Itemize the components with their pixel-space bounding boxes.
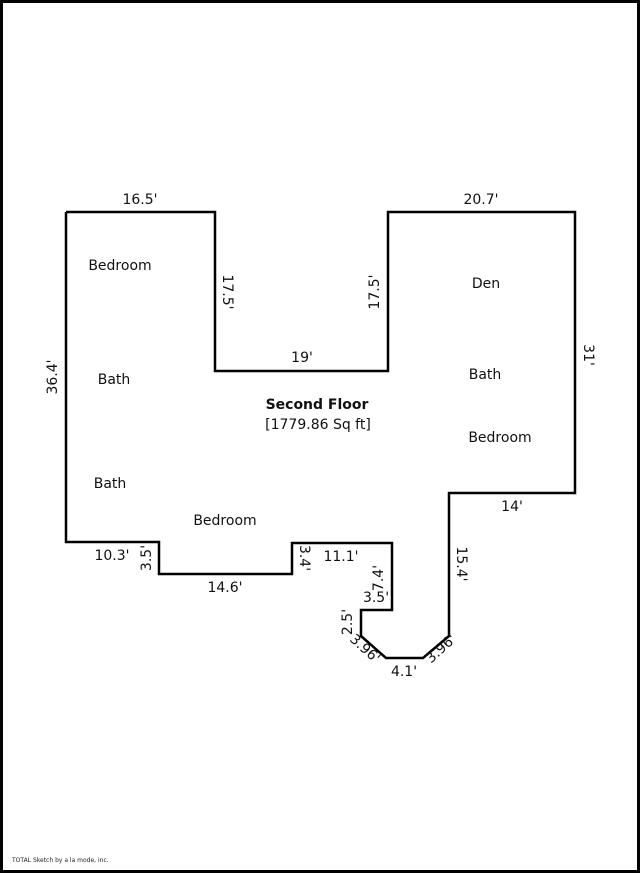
floor-title: Second Floor <box>266 397 369 413</box>
dim-left-height: 36.4' <box>45 359 61 394</box>
floor-outline <box>64 210 577 660</box>
dim-notch-right-depth: 17.5' <box>367 274 383 309</box>
dim-top-right-width: 20.7' <box>463 192 498 208</box>
room-label-bath-1: Bath <box>98 372 131 388</box>
dim-bottom-width: 14.6' <box>207 580 242 596</box>
dim-top-left-width: 16.5' <box>122 192 157 208</box>
floor-area: [1779.86 Sq ft] <box>265 417 371 433</box>
dim-bay-bottom: 4.1' <box>391 664 417 680</box>
dim-lower-left-step: 3.5' <box>139 545 155 571</box>
dim-lower-left-width: 10.3' <box>94 548 129 564</box>
room-label-bedroom-3: Bedroom <box>468 430 531 446</box>
room-label-den: Den <box>472 276 500 292</box>
dim-bay-left-side: 2.5' <box>340 609 356 635</box>
dim-right-step: 14' <box>501 499 523 515</box>
room-label-bath-3: Bath <box>469 367 502 383</box>
dim-bay-left-step: 3.5' <box>363 590 389 606</box>
dim-lower-right-width: 11.1' <box>323 549 358 565</box>
room-label-bath-2: Bath <box>94 476 127 492</box>
room-label-bedroom-1: Bedroom <box>88 258 151 274</box>
dim-lower-right-step: 3.4' <box>296 545 312 571</box>
dim-right-height: 31' <box>580 344 596 366</box>
dim-bay-right-angle: 3.96' <box>423 631 460 666</box>
room-label-bedroom-2: Bedroom <box>193 513 256 529</box>
dim-bay-right-depth: 15.4' <box>453 546 469 581</box>
dim-bay-left-angle: 3.96' <box>346 631 383 666</box>
footer-credit: TOTAL Sketch by a la mode, inc. <box>12 857 109 864</box>
dim-notch-left-depth: 17.5' <box>219 274 235 309</box>
dim-bay-left-depth: 7.4' <box>371 565 387 591</box>
dim-notch-width: 19' <box>291 350 313 366</box>
